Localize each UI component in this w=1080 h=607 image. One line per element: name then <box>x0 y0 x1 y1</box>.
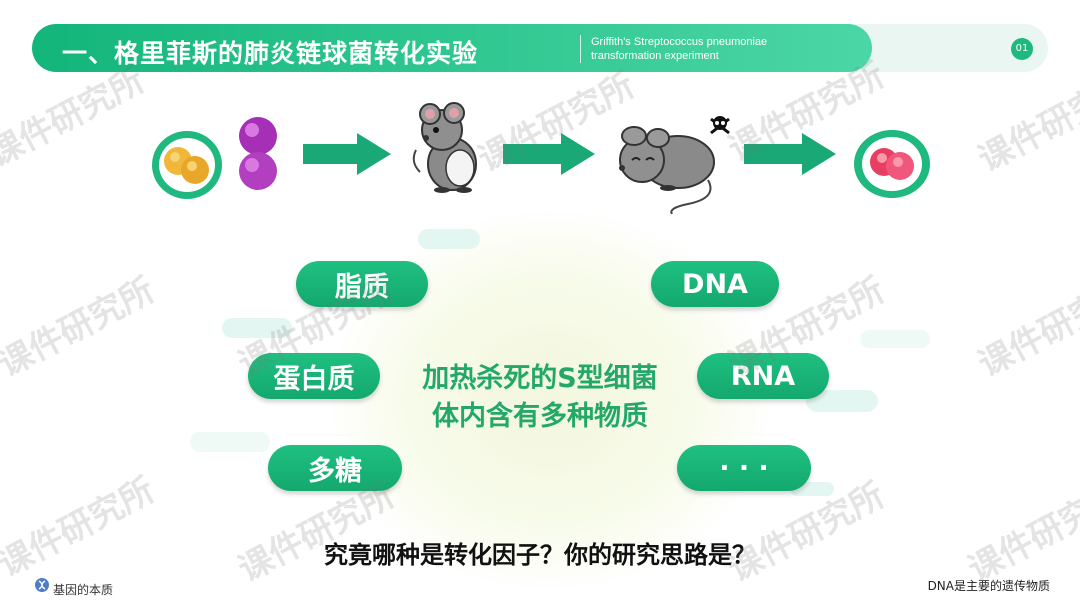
substance-polysaccharide-pill[interactable]: 多糖 <box>268 445 402 491</box>
substance-protein-pill[interactable]: 蛋白质 <box>248 353 380 399</box>
arrow-right-icon <box>503 133 595 175</box>
title-english-line2: transformation experiment <box>591 49 767 63</box>
substance-label: 多糖 <box>308 449 362 488</box>
decor-pill <box>222 318 292 338</box>
bacteria-yellow-icon <box>150 128 225 203</box>
substance-label: · · · <box>719 453 769 484</box>
substance-more-pill[interactable]: · · · <box>677 445 811 491</box>
page-title: 一、格里菲斯的肺炎链球菌转化实验 <box>62 34 478 70</box>
decor-pill <box>418 229 480 249</box>
arrow-right-icon <box>303 133 391 175</box>
substance-dna-pill[interactable]: DNA <box>651 261 779 307</box>
question-text: 究竟哪种是转化因子？你的研究思路是？ <box>0 535 1080 570</box>
substance-label: RNA <box>731 361 795 392</box>
substance-rna-pill[interactable]: RNA <box>697 353 829 399</box>
mouse-icon <box>408 102 488 194</box>
watermark: 课件研究所 <box>0 263 162 386</box>
substance-label: 脂质 <box>335 265 389 304</box>
title-english-line1: Griffith's Streptococcus pneumoniae <box>591 35 767 49</box>
decor-pill <box>190 432 270 452</box>
substance-label: DNA <box>682 269 748 300</box>
bacteria-red-icon <box>852 128 932 200</box>
substance-label: 蛋白质 <box>274 357 355 396</box>
decor-pill <box>860 330 930 348</box>
footer-chapter-label: 基因的本质 <box>53 581 113 598</box>
arrow-right-icon <box>744 133 836 175</box>
substance-lipid-pill[interactable]: 脂质 <box>296 261 428 307</box>
watermark: 课件研究所 <box>968 263 1080 386</box>
skull-icon <box>708 113 732 137</box>
center-statement: 加热杀死的S型细菌 体内含有多种物质 <box>385 360 695 436</box>
center-line-2: 体内含有多种物质 <box>385 398 695 436</box>
watermark: 课件研究所 <box>958 468 1080 591</box>
footer-section-label: DNA是主要的遗传物质 <box>928 577 1050 594</box>
title-divider <box>580 35 581 63</box>
bacteria-purple-icon <box>234 115 282 193</box>
dna-logo-icon <box>35 578 49 592</box>
page-number-badge: 01 <box>1011 38 1033 60</box>
watermark: 课件研究所 <box>968 58 1080 181</box>
center-line-1: 加热杀死的S型细菌 <box>385 360 695 398</box>
title-english: Griffith's Streptococcus pneumoniae tran… <box>591 35 767 63</box>
